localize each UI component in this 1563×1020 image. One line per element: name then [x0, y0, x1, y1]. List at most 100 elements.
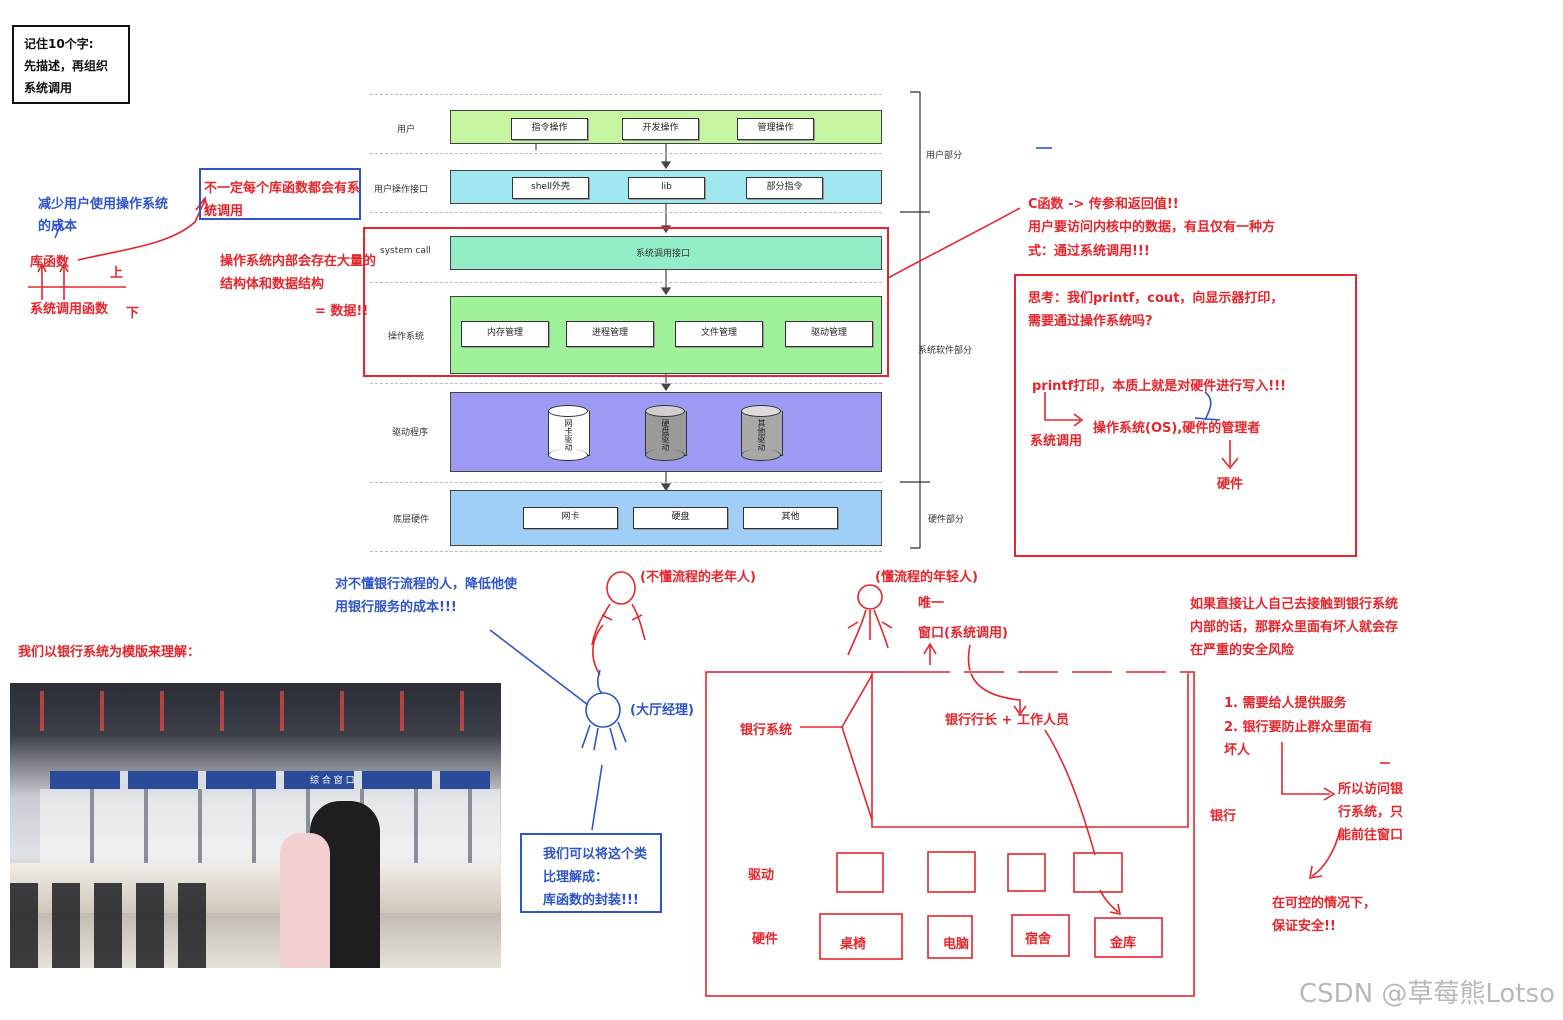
bank-hw-item: 宿舍 [1025, 932, 1052, 947]
bank-hw-item: 金库 [1110, 936, 1137, 951]
so-line1: 所以访问银 [1338, 782, 1404, 797]
separator [370, 153, 882, 154]
memo-line: 先描述，再组织 [24, 59, 109, 73]
layer-label-user: 用户 [397, 125, 416, 135]
hw-item: 硬盘 [633, 507, 728, 529]
side-label-system-part: 系统软件部分 [918, 346, 973, 356]
syscall-item: 系统调用接口 [636, 249, 691, 259]
analogy-line3: 库函数的封装!!! [543, 893, 639, 908]
analogy-line1: 我们可以将这个类 [543, 847, 648, 862]
os-item: 文件管理 [675, 321, 763, 347]
user-item: 管理操作 [737, 118, 814, 140]
os-item: 驱动管理 [785, 321, 873, 347]
safe-line2: 保证安全!! [1272, 919, 1336, 934]
driver-item: 其他驱动 [757, 419, 766, 451]
os-item: 进程管理 [566, 321, 654, 347]
bank-old-person: (不懂流程的老年人) [640, 570, 756, 585]
hw-item: 其他 [743, 507, 838, 529]
watermark: CSDN @草莓熊Lotso [1299, 979, 1555, 1009]
note-printf: printf打印，本质上就是对硬件进行写入!!! [1032, 379, 1287, 394]
user-if-item: lib [628, 177, 705, 199]
separator [370, 482, 882, 483]
side-label-user-part: 用户部分 [926, 151, 963, 161]
bank-hw-item: 桌椅 [840, 937, 867, 952]
note-kernel-line3: 式：通过系统调用!!! [1028, 244, 1150, 259]
need-line1: 1. 需要给人提供服务 [1224, 696, 1347, 711]
need-line2: 2. 银行要防止群众里面有 [1224, 720, 1373, 735]
user-item: 开发操作 [622, 118, 699, 140]
os-item: 内存管理 [461, 321, 549, 347]
think-line2: 需要通过操作系统吗? [1028, 314, 1153, 329]
bank-young-person: (懂流程的年轻人) [875, 570, 978, 585]
separator [370, 282, 882, 283]
layer-label-syscall: system call [380, 246, 431, 256]
risk-line2: 内部的话，那群众里面有坏人就会存 [1190, 620, 1399, 635]
bank-reduce-line2: 用银行服务的成本!!! [335, 600, 457, 615]
bank-window: 窗口(系统调用) [918, 626, 1008, 641]
note-os-struct: 操作系统内部会存在大量的结构体和数据结构 [220, 254, 377, 292]
note-c-func: C函数 -> 传参和返回值!! [1028, 197, 1179, 212]
bank-hardware-label: 硬件 [752, 932, 779, 947]
analogy-line2: 比理解成： [543, 870, 609, 885]
note-not-every: 不一定每个库函数都会有系统调用 [204, 181, 361, 219]
bank-only: 唯一 [918, 596, 945, 611]
bank-driver-label: 驱动 [748, 868, 775, 883]
think-box [1014, 274, 1357, 557]
analogy-box [520, 833, 662, 913]
bank-intro: 我们以银行系统为模版来理解： [18, 645, 201, 660]
layer-label-os: 操作系统 [388, 332, 425, 342]
driver-cylinder: 网卡驱动 [548, 405, 590, 461]
bank-reduce-line1: 对不懂银行流程的人，降低他使 [335, 577, 518, 592]
note-os-manager: 操作系统(OS),硬件的管理者 [1093, 421, 1261, 436]
photo-counter-signs [50, 771, 490, 789]
think-line1: 思考：我们printf，cout，向显示器打印， [1028, 291, 1284, 306]
user-if-item: shell外壳 [512, 177, 589, 199]
bank-lobby-manager: (大厅经理) [630, 703, 694, 718]
note-not-every-box [199, 168, 361, 220]
bank-system-label: 银行系统 [740, 723, 793, 738]
driver-cylinder: 其他驱动 [741, 405, 783, 461]
photo-ceiling-lights [10, 691, 501, 731]
user-if-item: 部分指令 [746, 177, 823, 199]
bank-staff: 银行行长 + 工作人员 [945, 713, 1069, 728]
memo-line: 系统调用 [24, 81, 73, 95]
driver-item: 网卡驱动 [564, 419, 573, 451]
separator [370, 551, 882, 552]
layer-label-user-if: 用户操作接口 [374, 185, 429, 195]
layer-syscall [450, 236, 882, 270]
driver-item: 硬盘驱动 [661, 419, 670, 451]
bank-hall-photo: 综 合 窗 口 [10, 683, 501, 968]
bank-label: 银行 [1210, 809, 1237, 824]
need-line3: 坏人 [1224, 743, 1251, 758]
user-item: 指令操作 [511, 118, 588, 140]
note-eq-data: = 数据!! [315, 304, 369, 319]
bank-hw-item: 电脑 [943, 937, 970, 952]
note-kernel-line2: 用户要访问内核中的数据，有且仅有一种方 [1028, 220, 1276, 235]
separator [370, 383, 882, 384]
note-syscall: 系统调用 [1030, 434, 1083, 449]
photo-chairs [10, 883, 210, 968]
so-line2: 行系统，只 [1338, 805, 1404, 820]
so-line3: 能前往窗口 [1338, 828, 1404, 843]
highlight-kernel-box [363, 227, 889, 377]
safe-line1: 在可控的情况下， [1272, 896, 1377, 911]
note-reduce-cost: 减少用户使用操作系统的成本 [38, 197, 169, 234]
memo-box: 记住10个字: 先描述，再组织 系统调用 [12, 25, 130, 104]
layer-label-hw: 底层硬件 [393, 515, 430, 525]
note-hardware: 硬件 [1217, 477, 1244, 492]
separator [370, 212, 882, 213]
note-down: 下 [126, 306, 140, 321]
note-lib-func: 库函数 [30, 255, 70, 270]
photo-sign-text: 综 合 窗 口 [310, 776, 355, 786]
note-syscall-func: 系统调用函数 [30, 302, 109, 317]
photo-glass-panes [40, 789, 500, 869]
hw-item: 网卡 [523, 507, 618, 529]
driver-cylinder: 硬盘驱动 [645, 405, 687, 461]
side-label-hw-part: 硬件部分 [928, 515, 965, 525]
risk-line3: 在严重的安全风险 [1190, 643, 1295, 658]
separator [370, 94, 882, 95]
note-up: 上 [110, 266, 124, 281]
memo-line: 记住10个字: [24, 37, 94, 51]
risk-line1: 如果直接让人自己去接触到银行系统 [1190, 597, 1399, 612]
